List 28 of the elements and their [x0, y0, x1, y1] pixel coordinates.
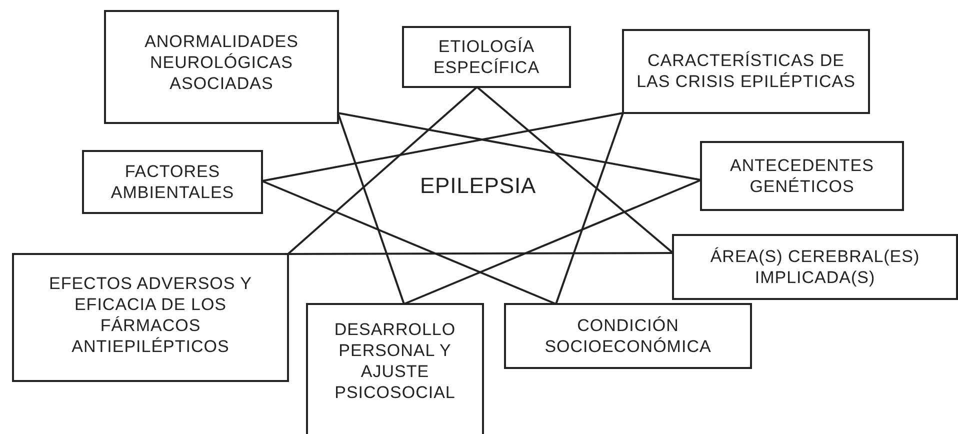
- box-label: ETIOLOGÍA ESPECÍFICA: [432, 36, 541, 78]
- text-box: [104, 10, 339, 124]
- box-label: ANTECEDENTES GENÉTICOS: [729, 155, 875, 197]
- connector-line: [288, 252, 673, 255]
- connector-line: [287, 86, 478, 255]
- box-label: DESARROLLO PERSONAL Y AJUSTE PSICOSOCIAL: [333, 319, 457, 403]
- box-label: EFECTOS ADVERSOS Y EFICACIA DE LOS FÁRMACOS ANTIEPILÉPTICOS: [48, 272, 253, 356]
- text-box: [700, 141, 904, 211]
- text-box: [12, 253, 289, 382]
- text-box: [402, 26, 571, 88]
- box-label: ANORMALIDADES NEUROLÓGICAS ASOCIADAS: [144, 30, 300, 94]
- box-label: FACTORES AMBIENTALES: [110, 161, 236, 203]
- connector-line: [262, 180, 556, 305]
- text-box: [306, 303, 484, 434]
- connector-line: [262, 112, 624, 182]
- box-label: CARACTERÍSTICAS DE LAS CRISIS EPILÉPTICAS: [636, 50, 856, 92]
- box-label: ÁREA(S) CEREBRAL(ES) IMPLICADA(S): [709, 246, 921, 288]
- text-box: [622, 29, 870, 114]
- connector-line: [338, 112, 702, 181]
- center-title: EPILEPSIA: [418, 173, 538, 199]
- connector-line: [404, 179, 702, 305]
- box-label: CONDICIÓN SOCIOECONÓMICA: [544, 315, 712, 357]
- text-box: [504, 303, 752, 369]
- text-box: [672, 234, 958, 300]
- connector-line: [476, 86, 674, 254]
- connector-line: [337, 112, 405, 304]
- text-box: [82, 150, 263, 214]
- connector-line: [555, 112, 624, 304]
